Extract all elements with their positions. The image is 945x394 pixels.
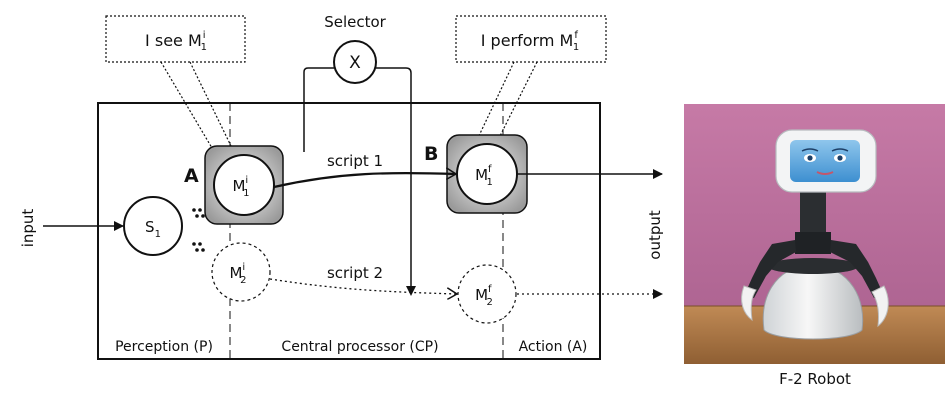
selector-label: Selector [324, 13, 386, 31]
selector-bracket [303, 67, 412, 292]
node-m1i [213, 154, 275, 216]
edge-script-1 [273, 173, 456, 189]
marker-a: A [184, 165, 199, 187]
edge-script-2-label: script 2 [327, 264, 383, 282]
edge-script-1-label: script 1 [327, 152, 383, 170]
section-action-label: Action (A) [519, 339, 588, 355]
input-label: input [19, 209, 37, 248]
callout-perception-box [105, 15, 246, 63]
node-s1-label: S1 [145, 218, 161, 240]
processing-frame [97, 102, 601, 360]
section-central-label: Central processor (CP) [281, 339, 438, 355]
callout-action-leader [496, 61, 538, 143]
node-m2i [211, 242, 271, 302]
section-perception-label: Perception (P) [115, 339, 213, 355]
selector-arrowhead [406, 286, 416, 296]
callout-action-box [455, 15, 607, 63]
output-label: output [646, 210, 664, 260]
callout-perception-leader [189, 61, 233, 149]
callout-action-leader [475, 61, 515, 143]
ellipsis-dots-upper [192, 208, 205, 218]
marker-b: B [424, 143, 438, 165]
ellipsis-dots-lower [192, 242, 205, 252]
selector-node [333, 40, 377, 84]
edge-script-2 [269, 278, 457, 294]
robot-caption: F-2 Robot [779, 370, 851, 388]
robot-photo [684, 104, 945, 364]
selector-symbol: X [349, 53, 361, 73]
node-s1 [123, 196, 183, 256]
callout-perception-leader [160, 61, 213, 149]
